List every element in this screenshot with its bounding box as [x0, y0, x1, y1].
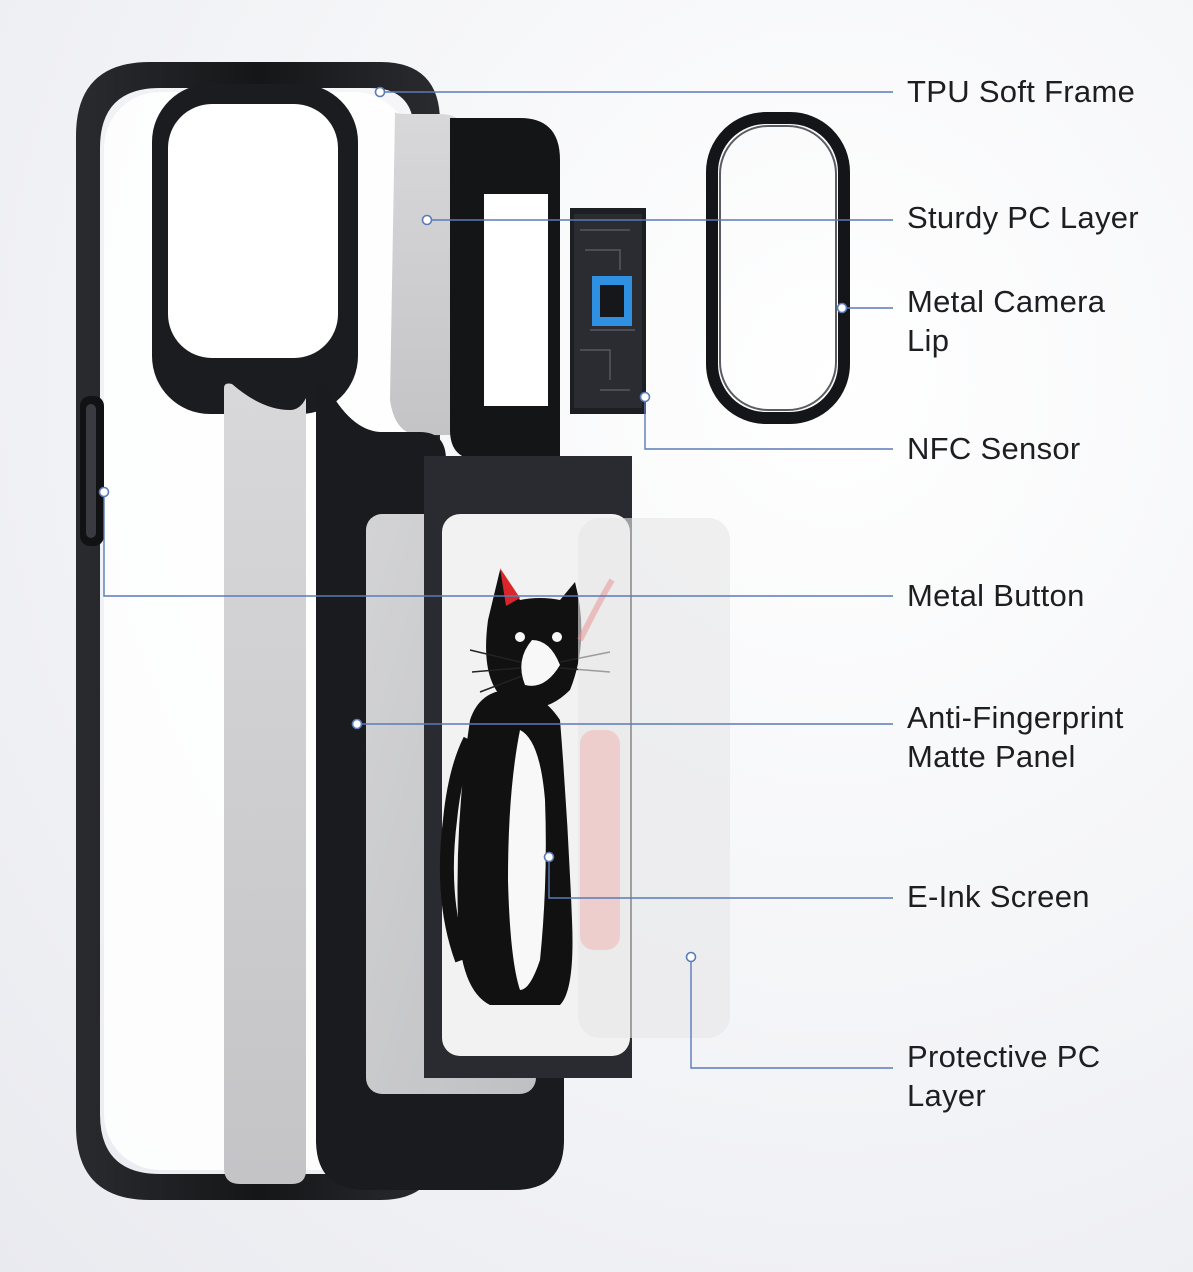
label-e-ink-screen: E-Ink Screen — [907, 879, 1090, 914]
leader-lines — [103, 91, 893, 1069]
black-back-plate — [450, 118, 560, 460]
label-nfc-sensor: NFC Sensor — [907, 431, 1081, 466]
leader-dots — [98, 86, 848, 963]
label-protective-pc-layer: Protective PC Layer — [907, 1039, 1101, 1113]
label-metal-camera-lip: Metal Camera Lip — [907, 284, 1106, 358]
protective-pc-layer-shape — [578, 518, 730, 1038]
label-anti-fingerprint-matte-panel: Anti-Fingerprint Matte Panel — [907, 700, 1124, 774]
label-sturdy-pc-layer: Sturdy PC Layer — [907, 200, 1139, 235]
grey-panel — [224, 383, 306, 1184]
label-metal-button: Metal Button — [907, 578, 1085, 613]
metal-camera-lip-shape — [706, 112, 850, 424]
label-tpu-soft-frame: TPU Soft Frame — [907, 74, 1136, 109]
nfc-sensor-board — [570, 208, 646, 414]
